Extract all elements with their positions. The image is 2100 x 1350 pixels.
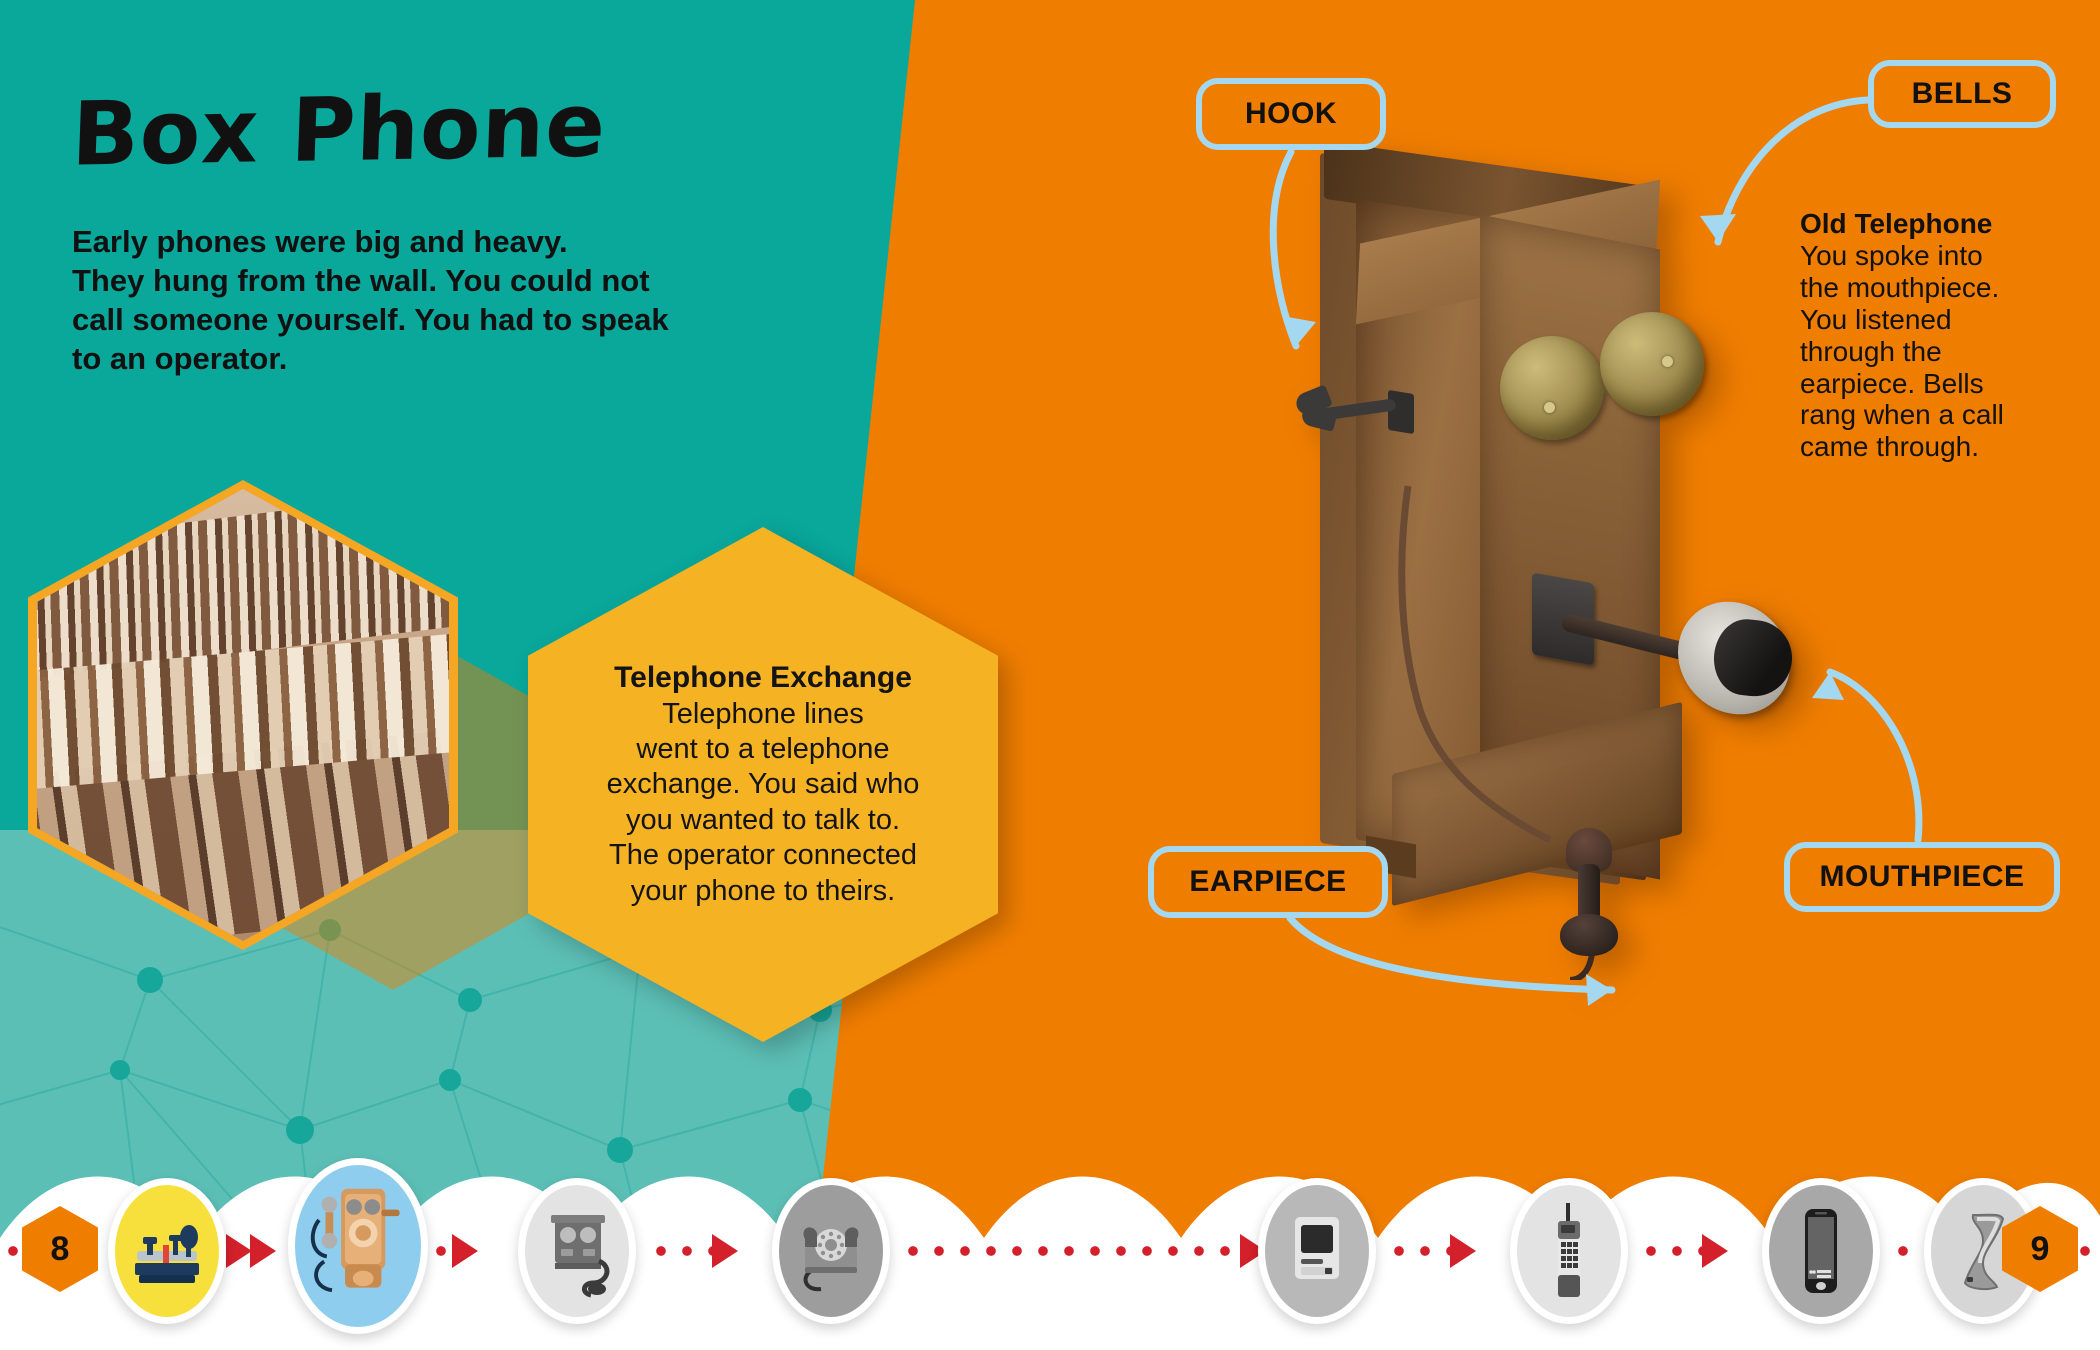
callout-mouthpiece[interactable]: MOUTHPIECE (1784, 842, 2060, 912)
exchange-line: went to a telephone (636, 733, 890, 766)
intro-line: call someone yourself. You had to speak (72, 302, 669, 338)
old-telephone-caption: Old Telephone You spoke into the mouthpi… (1800, 208, 2076, 463)
switchboard-photo-hexagon (28, 480, 458, 950)
old-telephone-line: earpiece. Bells (1800, 367, 1984, 399)
photo-hexagon-image (37, 489, 449, 941)
bell-left-icon (1500, 336, 1604, 440)
computer-icon (1295, 1217, 1339, 1279)
old-telephone-heading: Old Telephone (1800, 208, 1993, 239)
bell-right-icon (1600, 312, 1704, 416)
intro-paragraph: Early phones were big and heavy. They hu… (72, 222, 792, 378)
exchange-line: The operator connected (609, 839, 917, 872)
timeline-arrow (1450, 1234, 1476, 1268)
old-telephone-line: You listened (1800, 303, 1952, 335)
old-telephone-line: through the (1800, 335, 1942, 367)
candlestick-phone-icon (551, 1215, 610, 1298)
timeline-dots (226, 1246, 252, 1256)
rotary-phone-icon (803, 1227, 859, 1292)
earpiece-stem (1578, 864, 1600, 922)
callout-hook[interactable]: HOOK (1196, 78, 1386, 150)
old-telephone-line: came through. (1800, 431, 1979, 463)
timeline-item-candlestick-phone[interactable] (518, 1178, 636, 1324)
telephone-exchange-hexagon: Telephone Exchange Telephone lines went … (528, 527, 998, 1042)
timeline-item-computer[interactable] (1258, 1178, 1376, 1324)
page-number-left: 8 (22, 1206, 98, 1292)
operator-chairs (37, 727, 449, 941)
telegraph-icon (135, 1225, 199, 1283)
timeline-arrow (250, 1234, 276, 1268)
callout-earpiece-label: EARPIECE (1189, 865, 1347, 898)
exchange-line: you wanted to talk to. (625, 803, 901, 836)
old-telephone-line: the mouthpiece. (1800, 271, 2000, 303)
future-phone-icon (1963, 1213, 2005, 1291)
exchange-heading: Telephone Exchange (614, 661, 912, 695)
timeline-item-telegraph[interactable] (108, 1178, 226, 1324)
timeline-dots (648, 1246, 712, 1256)
earpiece-base (1560, 914, 1618, 956)
bell-clapper-screw (1662, 356, 1673, 367)
page-number-right-value: 9 (2030, 1229, 2050, 1268)
timeline-dots (1638, 1246, 1702, 1256)
old-telephone-line: rang when a call (1800, 399, 2004, 431)
telephone-timeline: 8 9 (0, 1120, 2100, 1350)
timeline-dots (428, 1246, 454, 1256)
page-number-left-value: 8 (50, 1229, 70, 1268)
page-number-right: 9 (2002, 1206, 2078, 1292)
sepia-switchboard-illustration (37, 489, 449, 941)
exchange-line: your phone to theirs. (630, 874, 896, 907)
timeline-item-smartphone[interactable] (1762, 1178, 1880, 1324)
timeline-dots (1890, 1246, 1954, 1256)
callout-bells[interactable]: BELLS (1868, 60, 2056, 128)
timeline-item-box-phone[interactable] (288, 1158, 428, 1334)
intro-line: They hung from the wall. You could not (72, 263, 650, 299)
brick-cellphone-icon (1558, 1203, 1580, 1297)
old-telephone-line: You spoke into (1800, 239, 1983, 271)
intro-line: to an operator. (72, 341, 288, 377)
box-phone-photograph (1293, 140, 1796, 980)
exchange-line: exchange. You said who (606, 768, 920, 801)
box-phone-icon (310, 1188, 400, 1293)
page-title: Box Phone (69, 73, 608, 186)
timeline-dots (900, 1246, 1240, 1256)
timeline-arrow (452, 1234, 478, 1268)
callout-bells-label: BELLS (1911, 77, 2013, 110)
timeline-arrow (712, 1234, 738, 1268)
timeline-arrow (1702, 1234, 1728, 1268)
timeline-dots (1386, 1246, 1450, 1256)
earpiece-receiver (1558, 828, 1620, 956)
callout-mouthpiece-label: MOUTHPIECE (1819, 860, 2025, 893)
smartphone-icon (1805, 1209, 1837, 1293)
exchange-line: Telephone lines (662, 697, 864, 730)
callout-hook-label: HOOK (1245, 97, 1337, 130)
timeline-item-rotary-phone[interactable] (772, 1178, 890, 1324)
intro-line: Early phones were big and heavy. (72, 224, 568, 259)
timeline-item-brick-cellphone[interactable] (1510, 1178, 1628, 1324)
bell-clapper-screw (1544, 402, 1555, 413)
callout-earpiece[interactable]: EARPIECE (1148, 846, 1388, 918)
